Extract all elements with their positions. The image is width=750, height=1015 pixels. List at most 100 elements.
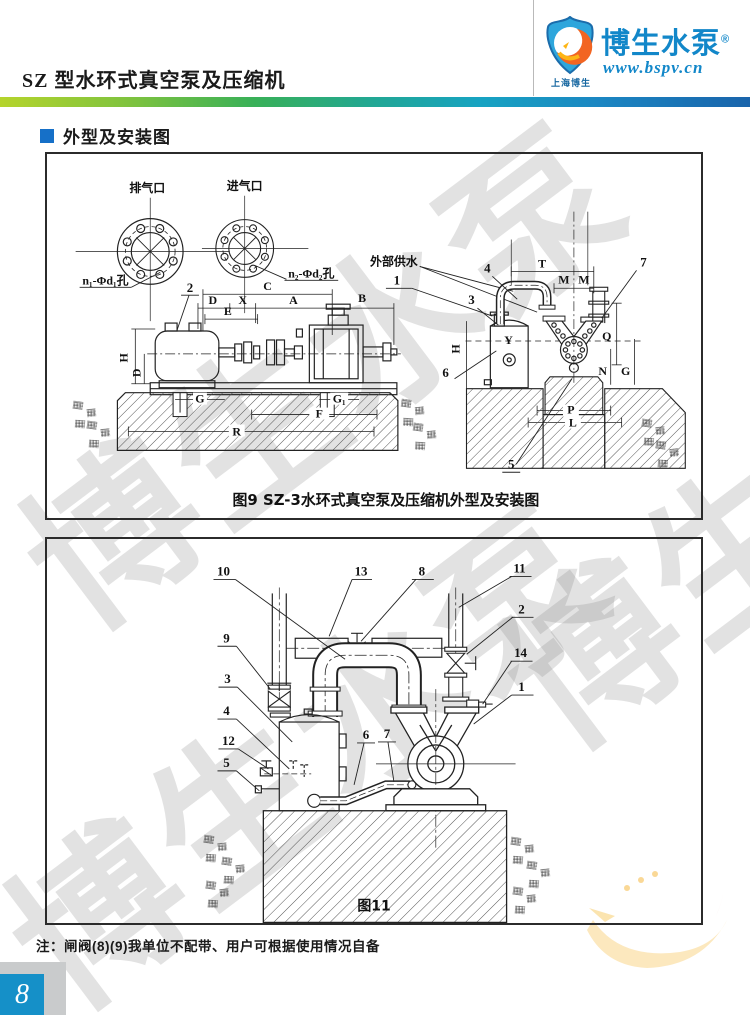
figure9-frame: 排气口 进气口 n₁-Φd₁孔 n₂-Φd₂孔 C D X A B E 2: [45, 152, 703, 520]
part-11-callout: 11: [513, 560, 525, 575]
ground-mark: [512, 886, 537, 915]
part-leaders-endview: [454, 270, 637, 473]
tank-outlet-pipe: [307, 780, 417, 808]
part-1-callout: 1: [518, 679, 524, 694]
label-patch: [330, 392, 349, 405]
company-logo: 上海博生 博生水泵® www.bspv.cn: [545, 14, 745, 94]
brand-name: 博生水泵®: [601, 28, 731, 60]
dim-C: C: [263, 279, 272, 293]
section-bullet-icon: [40, 128, 54, 143]
vertical-dims: [131, 328, 156, 385]
part-12-callout: 12: [222, 733, 235, 748]
foundation: [262, 810, 508, 923]
dim-Y: Y: [504, 333, 513, 347]
part-4-callout: 4: [223, 703, 230, 718]
page-number: 8: [15, 978, 29, 1010]
brand-website: www.bspv.cn: [603, 58, 704, 77]
overflow-loop-pipe: [307, 642, 427, 718]
header-divider: [533, 0, 534, 96]
dim-M2: M: [578, 272, 589, 286]
figure9-caption: 图9 SZ-3水环式真空泵及压缩机外型及安装图: [233, 491, 540, 509]
part-9-callout: 9: [223, 630, 230, 645]
dim-R: R: [232, 424, 241, 438]
part-2-leader: [176, 294, 199, 331]
label-patch: [309, 407, 330, 420]
part-3-callout: 3: [224, 671, 231, 686]
dim-T: T: [538, 256, 546, 270]
dim-G2: G: [621, 364, 630, 378]
header-gradient-bar: [0, 97, 750, 107]
ground-mark: [412, 422, 437, 451]
part-6-callout: 6: [442, 365, 449, 380]
dim-D-vert: D: [129, 368, 143, 377]
part-7-callout: 7: [640, 254, 647, 269]
pump-endview: [510, 211, 603, 383]
registered-mark: ®: [721, 33, 731, 46]
dim-Q: Q: [602, 329, 611, 343]
gate-valve-right: [442, 646, 493, 710]
dimension-lines-top: [197, 289, 395, 345]
exhaust-port-label: 排气口: [129, 181, 165, 195]
dim-E: E: [224, 304, 232, 318]
intake-port-label: 进气口: [227, 179, 263, 193]
part-7-callout: 7: [384, 726, 391, 741]
part-2-callout: 2: [187, 280, 193, 295]
part-2-callout: 2: [518, 601, 524, 616]
dim-H2: H: [449, 344, 463, 354]
callout-leaders: [213, 576, 534, 792]
dim-B: B: [358, 291, 366, 305]
intake-flange-view: [201, 195, 309, 314]
bolt-hole-leaders: [79, 264, 339, 288]
ground-mark: [526, 860, 551, 889]
foundation-side: [116, 392, 399, 451]
exhaust-flange-view: [75, 197, 230, 322]
dim-X: X: [238, 293, 247, 307]
part-1-callout: 1: [394, 272, 400, 287]
dim-L: L: [569, 416, 577, 430]
part-5-callout: 5: [508, 456, 514, 471]
part-13-callout: 13: [355, 563, 368, 578]
dim-F: F: [316, 407, 323, 421]
part-5-callout: 5: [223, 755, 229, 770]
dim-G1: G₁: [333, 392, 346, 406]
section-heading-label: 外型及安装图: [63, 128, 171, 147]
pump-side-view: [147, 303, 401, 396]
dim-A: A: [289, 293, 298, 307]
dim-P: P: [567, 403, 574, 417]
logo-subtitle: 上海博生: [550, 78, 591, 88]
label-patch: [562, 404, 579, 417]
figure11-drawing: 10 13 8 11 2 14 1 9 3 4 12 5 6 7 图1: [203, 560, 551, 923]
logo-shield-icon: [546, 16, 594, 75]
foundation-end-center: [542, 414, 606, 469]
vacuum-pump: [375, 689, 516, 849]
dim-N: N: [598, 364, 607, 378]
part-8-callout: 8: [419, 563, 426, 578]
label-patch: [564, 416, 581, 429]
part-14-callout: 14: [514, 645, 527, 660]
part-10-callout: 10: [217, 563, 230, 578]
part-4-callout: 4: [484, 260, 491, 275]
external-water-leaders: [385, 265, 538, 317]
bolt-holes-label-left: n₁-Φd₁孔: [82, 273, 128, 287]
figure9-drawing: 排气口 进气口 n₁-Φd₁孔 n₂-Φd₂孔 C D X A B E 2: [72, 179, 686, 509]
inlet-pipe-right: [580, 286, 610, 324]
ground-mark: [510, 836, 535, 865]
figure11-frame: 10 13 8 11 2 14 1 9 3 4 12 5 6 7 图1: [45, 537, 703, 925]
overflow-pipe: [495, 280, 566, 325]
page-title: SZ 型水环式真空泵及压缩机: [22, 70, 286, 92]
part-6-callout: 6: [363, 727, 370, 742]
bolt-holes-label-right: n₂-Φd₂孔: [288, 266, 334, 280]
foundation-end-left: [465, 388, 544, 469]
dim-G: G: [195, 392, 204, 406]
ground-mark: [86, 420, 111, 449]
ground-mark: [221, 856, 246, 885]
ground-mark: [205, 880, 230, 909]
label-patch: [228, 424, 245, 437]
separator-tank: [254, 708, 347, 812]
figure11-caption: 图11: [357, 898, 390, 914]
footnote: 注：闸阀(8)(9)我单位不配带、用户可根据使用情况自备: [36, 939, 380, 954]
section-heading: 外型及安装图: [40, 123, 171, 148]
page-number-box: 8: [0, 974, 44, 1015]
separator-tank-endview: [465, 311, 643, 389]
